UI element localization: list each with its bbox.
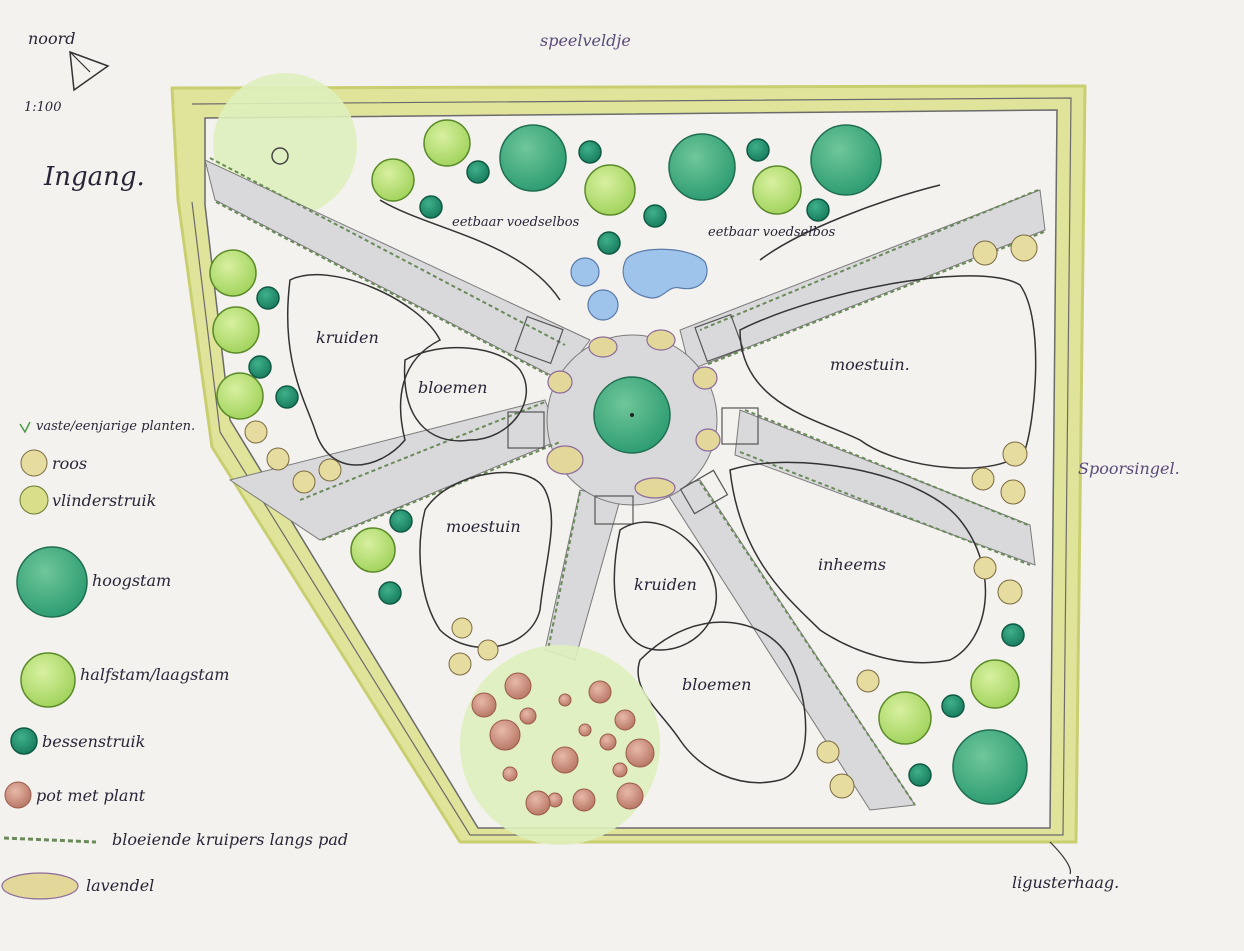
standard-tree-icon [16,546,88,618]
half-standard-trees [209,119,1020,745]
compass-label: noord [28,29,75,48]
path-gates [507,313,759,525]
legend-label: bessenstruik [42,732,145,751]
legend-label: lavendel [86,876,154,895]
legend: vaste/eenjarige planten. roos vlinderstr… [1,419,348,900]
label-spoorsingel: Spoorsingel. [1078,459,1180,478]
label-food-forest-right: eetbaar voedselbos [708,225,836,240]
label-flowers-bottom: bloemen [682,675,751,694]
legend-label: halfstam/laagstam [80,665,229,684]
pot-garden [460,645,660,845]
label-native: inheems [818,555,886,574]
label-hedge: ligusterhaag. [1012,873,1119,892]
label-playground: speelveldje [540,31,631,50]
legend-item-standard-tree: hoogstam [16,546,171,618]
pond [570,248,708,321]
central-tree [593,376,671,454]
standard-trees [499,124,1028,805]
climbers-icon [3,836,97,844]
hedge-arrow-icon [1049,841,1072,875]
paths [204,159,1046,811]
label-flowers-left: bloemen [418,378,487,397]
beds [286,184,1037,784]
legend-item-butterfly-bush: vlinderstruik [19,485,156,515]
legend-item-perennials: vaste/eenjarige planten. [19,419,195,434]
scale-label: 1:100 [24,100,61,115]
legend-label: bloeiende kruipers langs pad [112,830,348,849]
roses-and-butterfly-bushes [244,234,1038,799]
berry-bush-icon [10,727,38,755]
legend-label: vaste/eenjarige planten. [36,419,195,434]
label-vegetables-left: moestuin [446,517,521,536]
label-food-forest-left: eetbaar voedselbos [452,215,580,230]
legend-label: roos [52,454,87,473]
legend-label: pot met plant [36,786,146,805]
lavender-icon [1,872,79,900]
berry-bushes [248,138,1025,787]
label-vegetables-right: moestuin. [830,355,910,374]
legend-item-half-standard-tree: halfstam/laagstam [20,652,229,708]
compass-icon: noord 1:100 [24,29,110,115]
lavender-around-center [546,329,721,499]
grass-tick-icon [19,421,31,434]
half-standard-tree-icon [20,652,76,708]
climbers-along-paths [209,157,1045,806]
pot-icon [4,781,32,809]
legend-item-rose: roos [20,449,87,477]
legend-item-pot: pot met plant [4,781,146,809]
legend-item-lavender: lavendel [1,872,154,900]
butterfly-bush-icon [19,485,49,515]
legend-item-climbers: bloeiende kruipers langs pad [3,830,348,849]
label-herbs-left: kruiden [316,328,379,347]
rose-icon [20,449,48,477]
legend-label: hoogstam [92,571,171,590]
label-entrance: Ingang. [43,162,145,192]
legend-item-berry-bush: bessenstruik [10,727,145,755]
legend-label: vlinderstruik [52,491,156,510]
label-herbs-bottom: kruiden [634,575,697,594]
